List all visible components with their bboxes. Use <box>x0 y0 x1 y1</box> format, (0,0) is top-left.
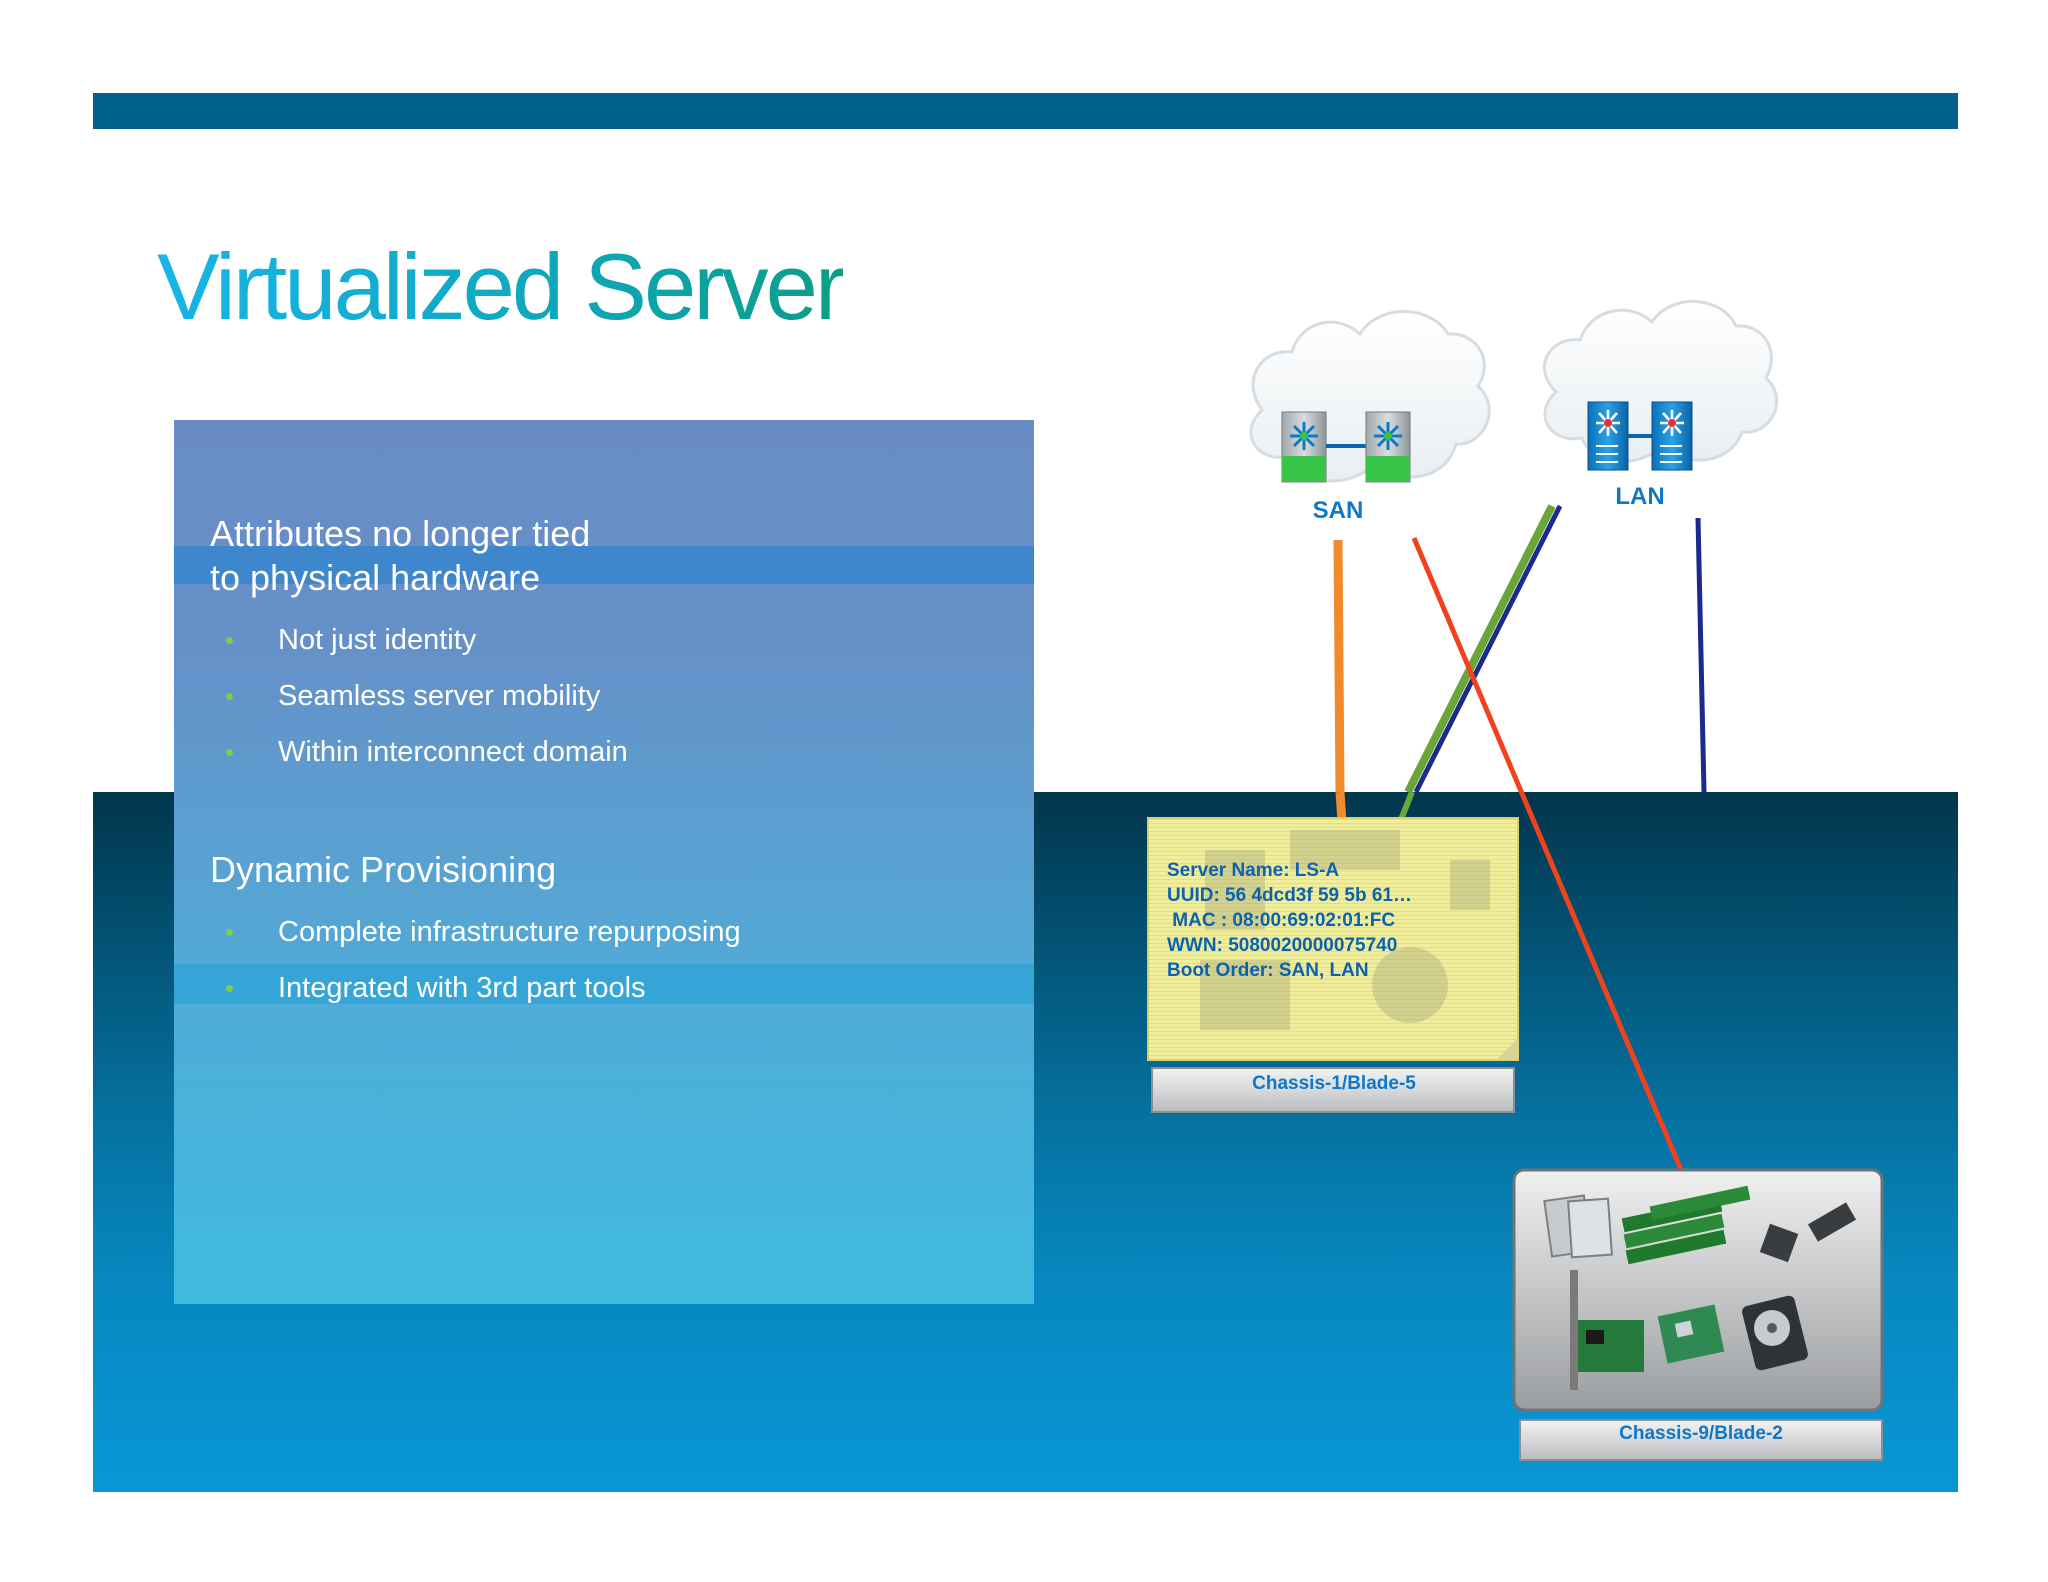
bullet-dot <box>226 637 233 644</box>
hardware-watermark <box>1200 830 1490 1030</box>
bullet-dot <box>226 985 233 992</box>
blade2-label-bar: Chassis-9/Blade-2 <box>1519 1419 1883 1461</box>
blade2-label: Chassis-9/Blade-2 <box>1619 1423 1783 1444</box>
bullet-text: Integrated with 3rd part tools <box>278 972 646 1004</box>
memory-icon <box>1621 1185 1751 1265</box>
bullet-text: Seamless server mobility <box>278 680 601 712</box>
lan-cloud: LAN <box>1543 299 1779 510</box>
profile-wwn: WWN: 5080020000075740 <box>1167 935 1397 956</box>
lan-link-right <box>1695 517 1707 793</box>
san-switch-icon <box>1281 411 1327 483</box>
text-panel: Attributes no longer tied to physical ha… <box>174 420 1034 1304</box>
lan-switch-icon <box>1587 401 1629 471</box>
bullet-text: Not just identity <box>278 624 477 656</box>
san-switch-icon <box>1365 411 1411 483</box>
section2-heading: Dynamic Provisioning <box>210 849 557 890</box>
san-label: SAN <box>1313 497 1364 524</box>
bullet-dot <box>226 693 233 700</box>
nic-card-icon <box>1570 1270 1644 1390</box>
service-profile-card: Server Name: LS-A UUID: 56 4dcd3f 59 5b … <box>1147 817 1519 1061</box>
profile-uuid: UUID: 56 4dcd3f 59 5b 61… <box>1167 885 1412 906</box>
profile-mac: MAC : 08:00:69:02:01:FC <box>1167 910 1395 931</box>
section1-heading-line1: Attributes no longer tied <box>210 513 591 554</box>
section1-heading-line2: to physical hardware <box>210 557 541 598</box>
page-curl <box>1496 1038 1518 1060</box>
chip-icon <box>1759 1202 1857 1263</box>
hba-card-icon <box>1657 1304 1725 1364</box>
lan-link-navy <box>1413 504 1563 794</box>
san-link <box>1333 539 1345 793</box>
top-bar <box>93 93 1958 129</box>
lan-switch-icon <box>1651 401 1693 471</box>
hard-drive-icon <box>1742 1295 1808 1371</box>
bullet-dot <box>226 929 233 936</box>
blade2-chassis <box>1512 1168 1884 1412</box>
bullet-dot <box>226 749 233 756</box>
lan-link-green <box>1404 504 1556 794</box>
blade1-label-bar: Chassis-1/Blade-5 <box>1151 1067 1515 1113</box>
bullet-text: Within interconnect domain <box>278 736 628 768</box>
profile-boot-order: Boot Order: SAN, LAN <box>1167 960 1369 981</box>
blade1-label: Chassis-1/Blade-5 <box>1252 1073 1416 1094</box>
panel-stripe <box>174 964 1034 1004</box>
lan-label: LAN <box>1615 483 1664 510</box>
cross-link <box>1411 537 1685 1173</box>
san-cloud: SAN <box>1249 310 1491 524</box>
slide-title: Virtualized Server <box>157 232 846 342</box>
panel-stripe <box>174 546 1034 584</box>
cpu-icon <box>1543 1194 1613 1259</box>
profile-server-name: Server Name: LS-A <box>1167 860 1339 881</box>
bullet-text: Complete infrastructure repurposing <box>278 916 741 948</box>
